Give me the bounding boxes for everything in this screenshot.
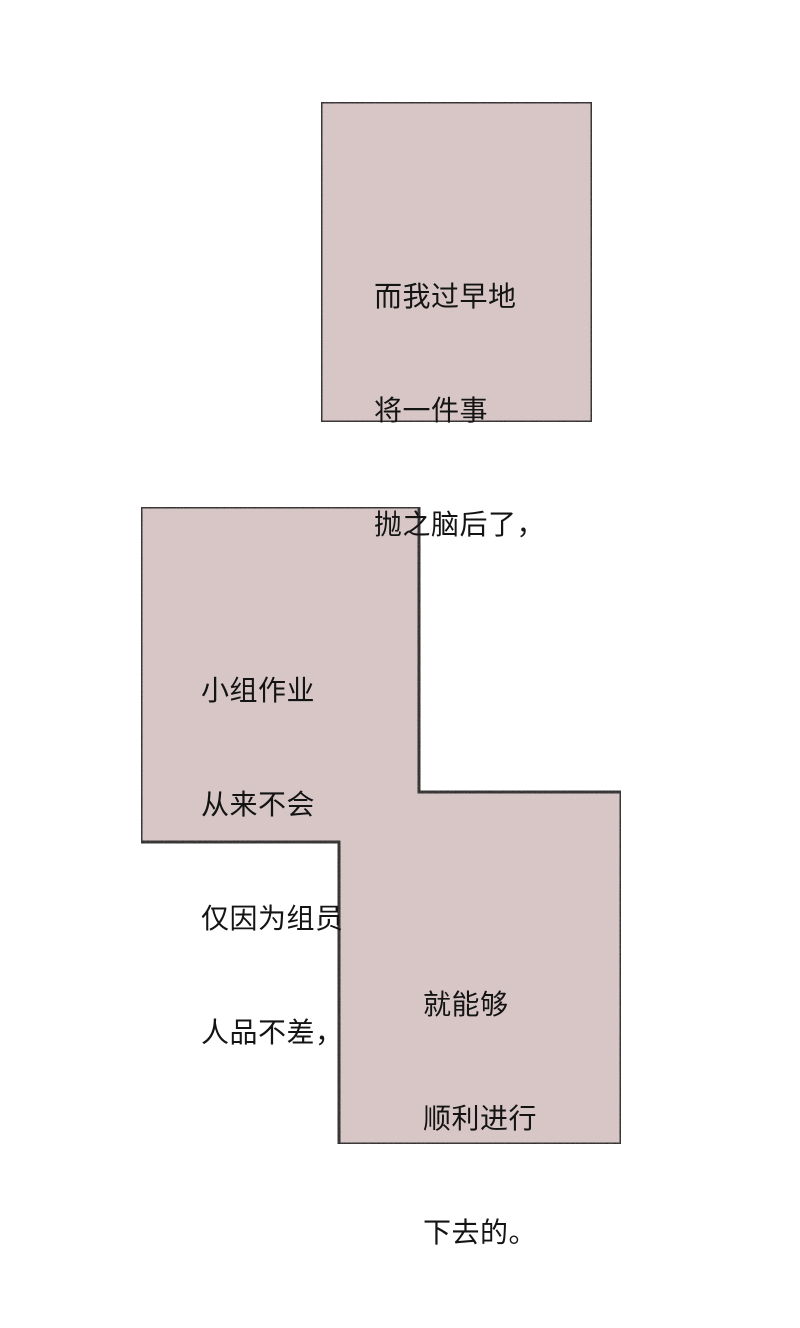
panel-stepped-frame xyxy=(139,505,623,1146)
caption-line: 人品不差， xyxy=(201,1016,344,1049)
caption-line: 仅因为组员 xyxy=(201,902,344,935)
caption-stepped-upper: 小组作业 从来不会 仅因为组员 人品不差， xyxy=(201,596,344,1128)
caption-line: 就能够 xyxy=(423,988,509,1021)
caption-line: 将一件事 xyxy=(374,394,489,427)
caption-stepped-lower: 就能够 顺利进行 下去的。 xyxy=(423,910,537,1328)
caption-top-panel: 而我过早地 将一件事 抛之脑后了， xyxy=(374,202,545,620)
caption-line: 从来不会 xyxy=(201,788,316,821)
caption-line: 而我过早地 xyxy=(374,280,517,313)
caption-line: 顺利进行 xyxy=(423,1102,538,1135)
caption-line: 抛之脑后了， xyxy=(374,508,546,541)
panel-top-frame xyxy=(319,100,594,424)
caption-line: 下去的。 xyxy=(423,1216,538,1249)
caption-line: 小组作业 xyxy=(201,674,316,707)
